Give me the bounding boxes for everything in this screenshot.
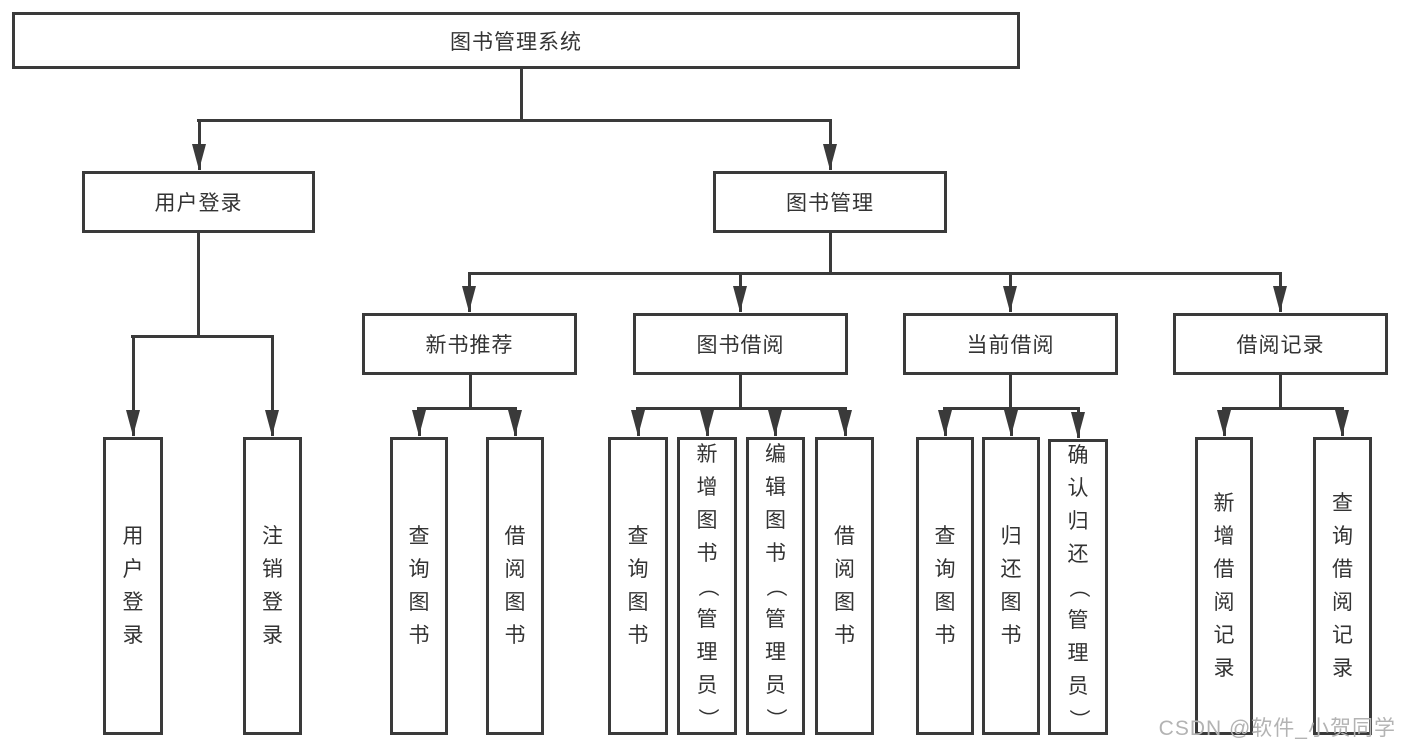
node-label: 借阅图书 [834,525,855,647]
node-label: 当前借阅 [966,334,1055,357]
node-current-borrowing: 当前借阅 [903,313,1118,375]
node-label: 编辑图书（管理员） [764,442,787,729]
node-root: 图书管理系统 [12,12,1020,69]
node-book-borrowing: 图书借阅 [633,313,848,375]
connector-line [131,334,274,338]
arrowhead-down-icon [838,410,852,436]
node-label: 注销登录 [262,525,283,647]
node-label: 图书借阅 [696,334,785,357]
arrowhead-down-icon [733,286,747,312]
arrow-stem [270,336,274,436]
arrowhead-down-icon [1217,410,1231,436]
node-label: 查询借阅记录 [1332,492,1353,680]
arrowhead-down-icon [1071,412,1085,438]
node-label: 新增借阅记录 [1213,492,1235,680]
connector-line [197,118,832,122]
node-leaf-query-books-2: 查询图书 [608,437,668,735]
arrowhead-down-icon [938,410,952,436]
node-leaf-confirm-return-admin: 确认归还（管理员） [1048,439,1108,735]
arrow-stem [131,336,135,436]
node-label: 新增图书（管理员） [695,442,719,729]
node-label: 借阅图书 [504,525,526,647]
node-leaf-add-books-admin: 新增图书（管理员） [677,437,737,735]
node-label: 查询图书 [934,525,956,647]
arrowhead-down-icon [1335,410,1349,436]
node-label: 图书管理系统 [450,30,582,54]
arrowhead-down-icon [631,410,645,436]
arrowhead-down-icon [265,410,279,436]
csdn-watermark: CSDN @软件_小贺同学 [1158,717,1396,740]
node-leaf-logout: 注销登录 [243,437,302,735]
node-label: 查询图书 [627,525,649,647]
arrowhead-down-icon [508,410,522,436]
node-leaf-edit-books-admin: 编辑图书（管理员） [746,437,805,735]
node-label: 归还图书 [1000,525,1022,647]
node-borrowing-records: 借阅记录 [1173,313,1388,375]
node-leaf-query-books-3: 查询图书 [916,437,974,735]
connector-line [519,69,523,120]
connector-line [738,375,742,408]
connector-line [196,233,200,336]
node-label: 用户登录 [154,192,243,215]
node-leaf-borrow-books-2: 借阅图书 [815,437,874,735]
arrowhead-down-icon [768,410,782,436]
arrowhead-down-icon [462,286,476,312]
node-leaf-return-books: 归还图书 [982,437,1040,735]
node-leaf-query-books-1: 查询图书 [390,437,448,735]
node-label: 借阅记录 [1236,334,1325,357]
node-label: 用户登录 [122,525,144,647]
node-label: 新书推荐 [425,334,514,357]
arrowhead-down-icon [1003,286,1017,312]
node-user-login-branch: 用户登录 [82,171,315,233]
connector-line [417,406,517,410]
arrowhead-down-icon [1004,410,1018,436]
node-leaf-user-login: 用户登录 [103,437,163,735]
connector-line [468,271,1282,275]
connector-line [1222,406,1344,410]
node-leaf-borrow-books-1: 借阅图书 [486,437,544,735]
node-new-book-recommend: 新书推荐 [362,313,577,375]
arrowhead-down-icon [192,144,206,170]
node-leaf-query-borrow-record: 查询借阅记录 [1313,437,1372,735]
arrowhead-down-icon [126,410,140,436]
connector-line [468,375,472,408]
connector-line [828,233,832,273]
connector-line [1278,375,1282,408]
arrowhead-down-icon [412,410,426,436]
connector-line [1008,375,1012,408]
connector-line [636,406,847,410]
node-book-management-branch: 图书管理 [713,171,947,233]
node-label: 查询图书 [408,525,430,647]
arrowhead-down-icon [700,410,714,436]
node-label: 确认归还（管理员） [1066,443,1090,730]
arrowhead-down-icon [1273,286,1287,312]
node-label: 图书管理 [786,192,874,215]
node-leaf-add-borrow-record: 新增借阅记录 [1195,437,1253,735]
arrowhead-down-icon [823,144,837,170]
